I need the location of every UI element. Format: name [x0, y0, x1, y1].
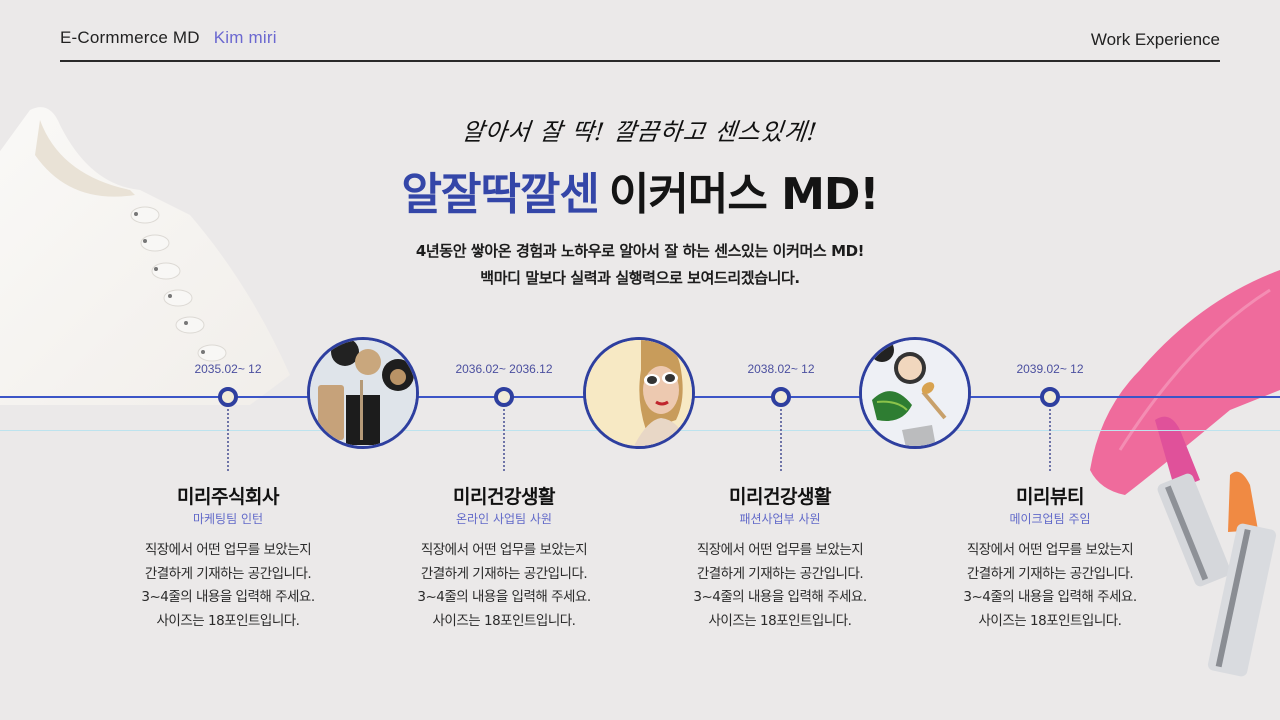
lipstick-image	[1090, 270, 1280, 677]
timeline-connector	[780, 409, 782, 471]
description-line: 3~4줄의 내용을 입력해 주세요.	[417, 589, 591, 605]
description-line: 간결하게 기재하는 공간입니다.	[144, 565, 312, 582]
job-role: 패션사업부 사원	[739, 512, 821, 526]
timeline-date: 2035.02~ 12	[194, 362, 262, 376]
description-line: 직장에서 어떤 업무를 보았는지	[696, 542, 864, 558]
hero-description-line: 4년동안 쌓아온 경험과 노하우로 알아서 잘 하는 센스있는 이커머스 MD!	[415, 242, 865, 260]
fashion-model-photo-icon	[586, 340, 692, 446]
experience-entry: 미리건강생활 온라인 사업팀 사원 직장에서 어떤 업무를 보았는지 간결하게 …	[374, 484, 634, 633]
cosmetics-photo	[859, 337, 971, 449]
description-line: 사이즈는 18포인트입니다.	[432, 612, 576, 629]
sneaker-image	[0, 107, 290, 405]
experience-entry: 미리건강생활 패션사업부 사원 직장에서 어떤 업무를 보았는지 간결하게 기재…	[650, 484, 910, 633]
fashion-model-photo	[583, 337, 695, 449]
description-line: 사이즈는 18포인트입니다.	[156, 612, 300, 629]
company-name: 미리건강생활	[453, 486, 555, 508]
timeline-connector	[1049, 409, 1051, 471]
timeline-node	[771, 387, 791, 407]
job-role: 온라인 사업팀 사원	[456, 512, 552, 526]
description-line: 3~4줄의 내용을 입력해 주세요.	[141, 589, 315, 605]
description-line: 간결하게 기재하는 공간입니다.	[696, 565, 864, 582]
description-line: 3~4줄의 내용을 입력해 주세요.	[963, 589, 1137, 605]
description-line: 직장에서 어떤 업무를 보았는지	[966, 542, 1134, 558]
description-line: 사이즈는 18포인트입니다.	[978, 612, 1122, 629]
job-description: 직장에서 어떤 업무를 보았는지 간결하게 기재하는 공간입니다. 3~4줄의 …	[374, 539, 634, 633]
timeline-connector	[227, 409, 229, 471]
accessories-photo	[307, 337, 419, 449]
job-description: 직장에서 어떤 업무를 보았는지 간결하게 기재하는 공간입니다. 3~4줄의 …	[920, 539, 1180, 633]
author-name: Kim miri	[213, 28, 277, 47]
hero-tagline: 알아서 잘 딱! 깔끔하고 센스있게!	[460, 118, 820, 146]
hero-title-rest: 이커머스 MD!	[608, 169, 880, 220]
description-line: 직장에서 어떤 업무를 보았는지	[420, 542, 588, 558]
header-left: E-Cormmerce MD Kim miri	[60, 28, 277, 48]
accessories-photo-icon	[310, 340, 416, 446]
company-name: 미리뷰티	[1016, 486, 1084, 508]
timeline-connector	[503, 409, 505, 471]
timeline-date: 2038.02~ 12	[747, 362, 815, 376]
cosmetics-photo-icon	[862, 340, 968, 446]
description-line: 간결하게 기재하는 공간입니다.	[420, 565, 588, 582]
brand-title: E-Cormmerce MD	[60, 28, 200, 47]
job-role: 마케팅팀 인턴	[192, 512, 264, 526]
timeline-node	[494, 387, 514, 407]
description-line: 직장에서 어떤 업무를 보았는지	[144, 542, 312, 558]
hero-title-accent: 알잘딱깔센	[401, 169, 599, 220]
experience-entry: 미리주식회사 마케팅팀 인턴 직장에서 어떤 업무를 보았는지 간결하게 기재하…	[98, 484, 358, 633]
timeline-date: 2036.02~ 2036.12	[455, 362, 553, 376]
experience-entry: 미리뷰티 메이크업팀 주임 직장에서 어떤 업무를 보았는지 간결하게 기재하는…	[920, 484, 1180, 633]
job-description: 직장에서 어떤 업무를 보았는지 간결하게 기재하는 공간입니다. 3~4줄의 …	[650, 539, 910, 633]
description-line: 사이즈는 18포인트입니다.	[708, 612, 852, 629]
company-name: 미리주식회사	[177, 486, 279, 508]
job-role: 메이크업팀 주임	[1009, 512, 1091, 526]
hero-description: 4년동안 쌓아온 경험과 노하우로 알아서 잘 하는 센스있는 이커머스 MD!…	[0, 238, 1280, 292]
timeline-node	[218, 387, 238, 407]
header-divider	[60, 60, 1220, 62]
hero-description-line: 백마디 말보다 실력과 실행력으로 보여드리겠습니다.	[480, 269, 800, 287]
description-line: 간결하게 기재하는 공간입니다.	[966, 565, 1134, 582]
description-line: 3~4줄의 내용을 입력해 주세요.	[693, 589, 867, 605]
timeline-node	[1040, 387, 1060, 407]
job-description: 직장에서 어떤 업무를 보았는지 간결하게 기재하는 공간입니다. 3~4줄의 …	[98, 539, 358, 633]
timeline-date: 2039.02~ 12	[1016, 362, 1084, 376]
company-name: 미리건강생활	[729, 486, 831, 508]
section-title: Work Experience	[1090, 30, 1220, 49]
